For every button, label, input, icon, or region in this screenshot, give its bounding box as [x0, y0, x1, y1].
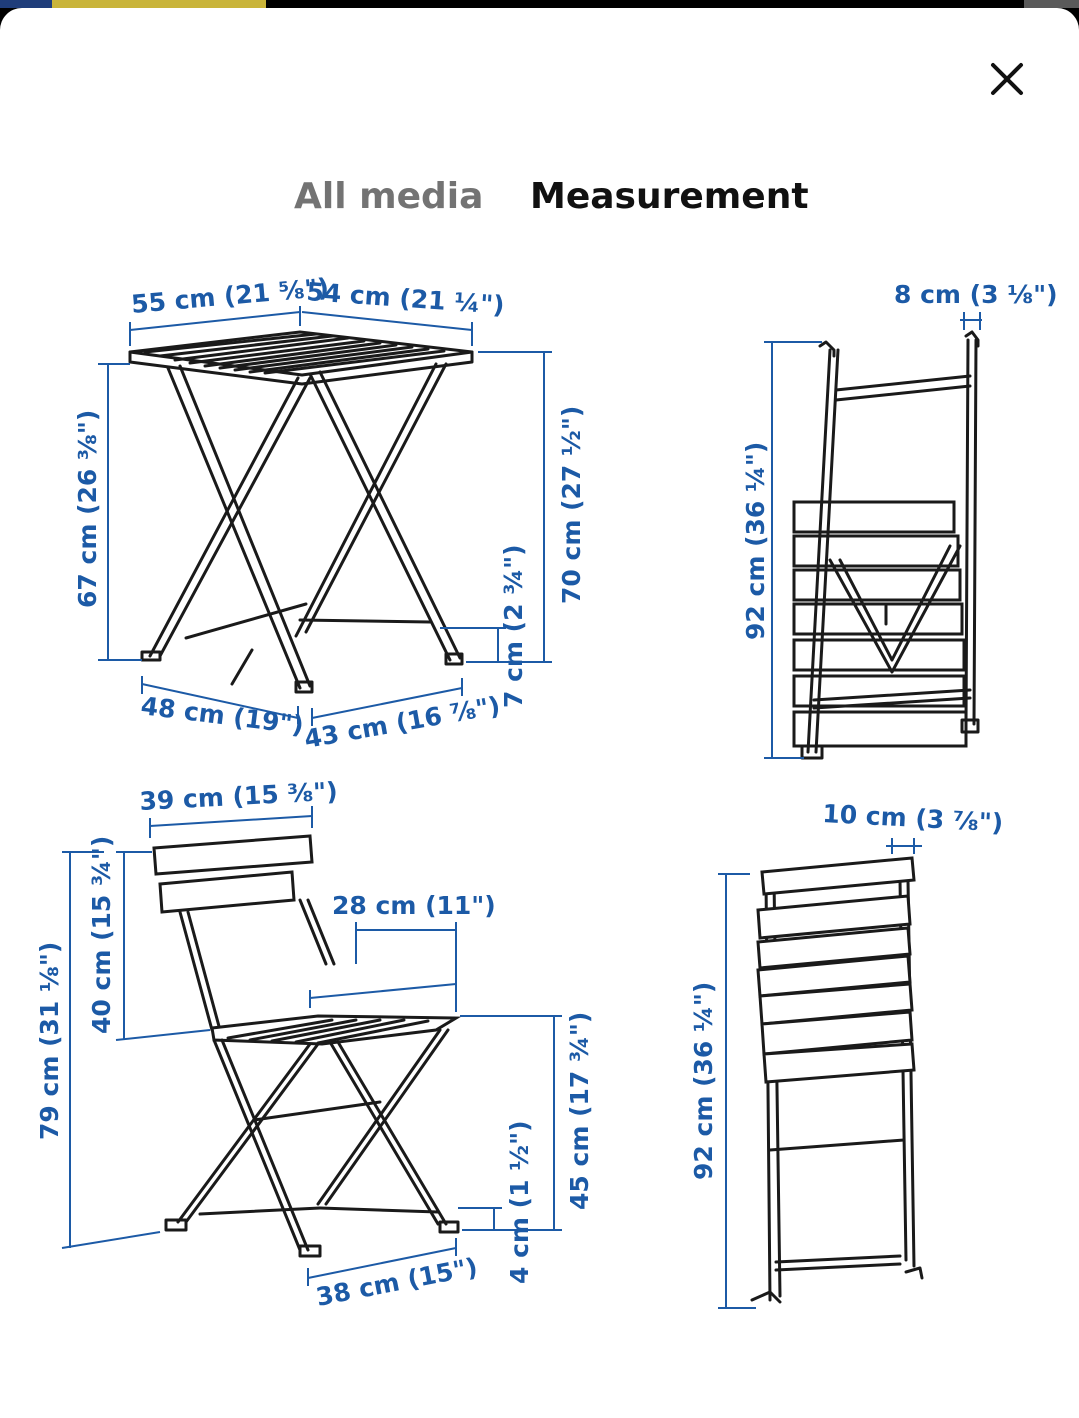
folded-chair-drawing	[750, 856, 924, 1304]
tab-all-media[interactable]: All media	[294, 176, 484, 217]
brand-bar-blue	[0, 0, 52, 8]
folded-table-dimension-lines	[764, 312, 982, 759]
folded-chair-thickness-label: 10 cm (3 ⅞")	[822, 799, 1004, 837]
table-dimension-lines	[98, 306, 552, 726]
chair-total-height-label: 79 cm (31 ⅛")	[35, 942, 64, 1140]
close-button[interactable]	[982, 54, 1032, 104]
table-drawing	[128, 330, 474, 694]
close-icon	[991, 63, 1023, 95]
chair-drawing	[152, 834, 462, 1258]
chair-back-height-label: 40 cm (15 ¾")	[87, 836, 116, 1034]
media-tabs: All media Measurement	[0, 176, 1079, 226]
status-strip-right	[1024, 0, 1079, 8]
chair-seat-height-label: 45 cm (17 ¾")	[565, 1012, 594, 1210]
table-height-label: 67 cm (26 ⅜")	[73, 410, 102, 608]
folded-table-drawing	[792, 330, 980, 760]
table-foot-height-label: 7 cm (2 ¾")	[499, 544, 528, 708]
chair-seat-depth-label: 28 cm (11")	[332, 891, 496, 920]
table-total-height-label: 70 cm (27 ½")	[557, 406, 586, 604]
chair-leg-depth-label: 38 cm (15")	[314, 1252, 480, 1312]
table-leg-width-label: 48 cm (19")	[139, 691, 305, 740]
folded-table-height-label: 92 cm (36 ¼")	[741, 442, 770, 640]
table-top-depth-label: 54 cm (21 ¼")	[306, 277, 506, 320]
folded-chair-dimension-lines	[718, 838, 922, 1309]
chair-foot-height-label: 4 cm (1 ½")	[505, 1120, 534, 1284]
chair-width-label: 39 cm (15 ⅜")	[139, 777, 339, 816]
folded-chair-height-label: 92 cm (36 ¼")	[689, 982, 718, 1180]
folded-table-thickness-label: 8 cm (3 ⅛")	[894, 280, 1058, 309]
tab-measurement[interactable]: Measurement	[530, 176, 809, 217]
brand-bar-yellow	[52, 0, 266, 8]
chair-dimension-lines	[61, 806, 562, 1286]
